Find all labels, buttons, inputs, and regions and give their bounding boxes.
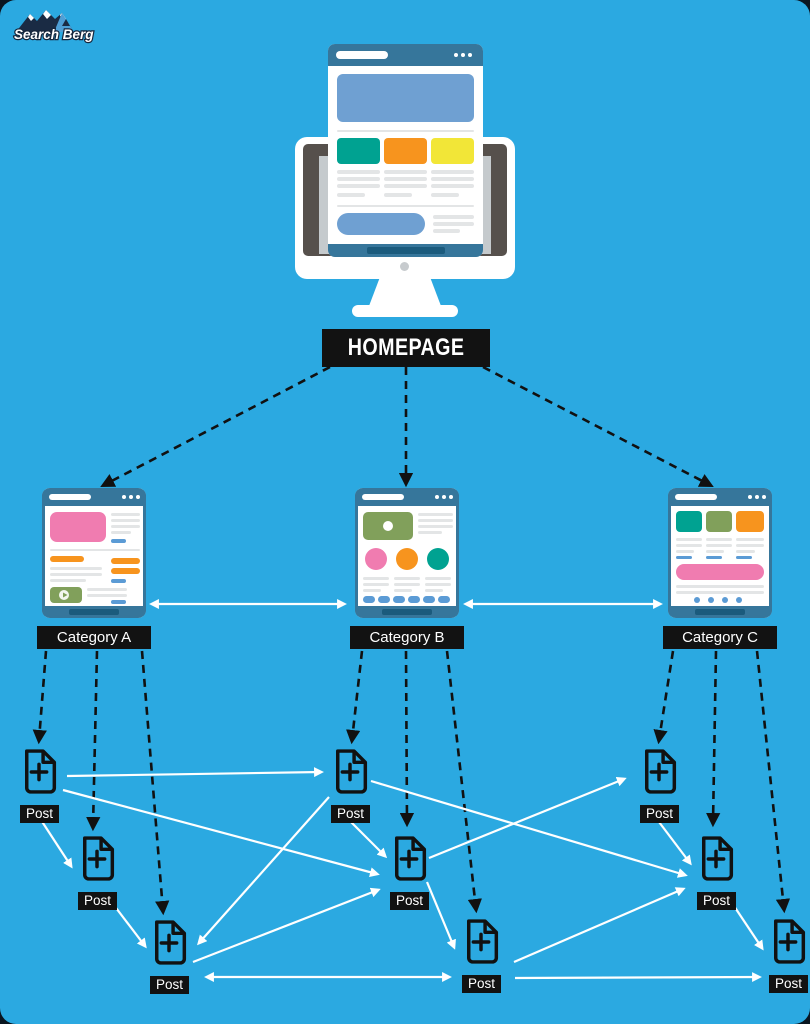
edge-catC-postC3 [755,650,791,914]
category-b-titlebar [355,488,459,506]
play-icon [59,590,69,600]
thumbnail-pink [50,512,106,542]
monitor-power-dot [400,262,409,271]
feature-card-yellow [431,138,474,164]
category-c-window [668,488,772,618]
edge-catB-postB3 [445,650,482,914]
circle-teal [427,548,449,570]
category-b-footer [355,606,459,618]
card-teal [676,511,702,532]
category-c-footer [668,606,772,618]
card-olive [706,511,732,532]
edge-catC-postC2 [706,650,721,828]
category-a-footer [42,606,146,618]
circle-pink [365,548,387,570]
hero-banner [337,74,474,122]
page-footer [328,244,483,257]
edge-postC2-postC3 [731,902,764,951]
circle-orange [396,548,418,570]
edge-postB3-postC2 [513,887,686,964]
post-document-icon [336,749,368,794]
edge-postB1-postA3 [197,796,330,946]
post-node-postA1: Post [20,748,60,823]
category-a-label-text: Category A [56,629,132,646]
category-a-label: Category A [37,626,151,649]
category-b-window [355,488,459,618]
feature-card-orange [384,138,427,164]
post-label: Post [331,805,371,823]
window-buttons-icon [122,495,140,499]
post-label: Post [640,805,680,823]
post-document-icon [395,836,427,881]
post-node-postC1: Post [640,748,680,823]
monitor-stand [369,277,441,306]
post-document-icon [467,919,499,964]
post-node-postC3: Post [769,918,809,993]
edge-postB2-postB3 [425,881,456,950]
post-document-icon [645,749,677,794]
page-titlebar [328,44,483,66]
edge-catC-postC1 [653,650,675,745]
post-node-postB3: Post [462,918,502,993]
post-label: Post [78,892,118,910]
category-a-titlebar [42,488,146,506]
window-buttons-icon [748,495,766,499]
searchberg-logo: Search Berg [13,10,95,43]
edge-postB2-postC1 [428,777,627,860]
post-label: Post [20,805,60,823]
category-c-label-text: Category C [682,629,758,646]
window-buttons-icon [454,53,472,57]
post-label: Post [150,976,190,994]
post-document-icon [155,920,187,965]
post-document-icon [83,836,115,881]
post-label: Post [462,975,502,993]
post-node-postA2: Post [78,835,118,910]
category-c-label: Category C [663,626,777,649]
logo-text: Search Berg [14,27,94,42]
edge-postB1-postB2 [349,820,388,859]
edge-catB-postB2 [399,650,415,828]
edge-homepage-catA [100,365,331,487]
window-buttons-icon [435,495,453,499]
edge-postC1-postC2 [655,817,692,866]
edge-catB-postB1 [346,650,364,745]
post-node-postA3: Post [150,919,190,994]
post-document-icon [25,749,57,794]
banner-pink [676,564,764,580]
edge-postA1-postB1 [66,767,324,778]
cta-button [337,213,425,235]
edge-catA-postA2 [86,650,101,832]
post-node-postB1: Post [331,748,371,823]
category-b-label-text: Category B [369,629,445,646]
homepage-preview-window [328,44,483,257]
post-document-icon [774,919,806,964]
edge-homepage-catC [482,365,714,487]
post-label: Post [697,892,737,910]
address-bar [336,51,388,59]
edge-catA-postA3 [140,650,170,916]
monitor-stand-base [352,305,458,317]
category-c-titlebar [668,488,772,506]
homepage-label: HOMEPAGE [322,329,490,367]
post-node-postB2: Post [390,835,430,910]
post-document-icon [702,836,734,881]
edge-postB3-postC3 [514,972,762,982]
category-b-label: Category B [350,626,464,649]
edge-catA-postA1 [32,650,48,745]
edge-postA1-postA2 [40,819,73,869]
post-label: Post [390,892,430,910]
post-label: Post [769,975,809,993]
card-orange [736,511,764,532]
category-a-window [42,488,146,618]
edge-postA3-postB2 [192,887,381,964]
feature-card-teal [337,138,380,164]
homepage-label-text: HOMEPAGE [347,334,465,361]
post-node-postC2: Post [697,835,737,910]
